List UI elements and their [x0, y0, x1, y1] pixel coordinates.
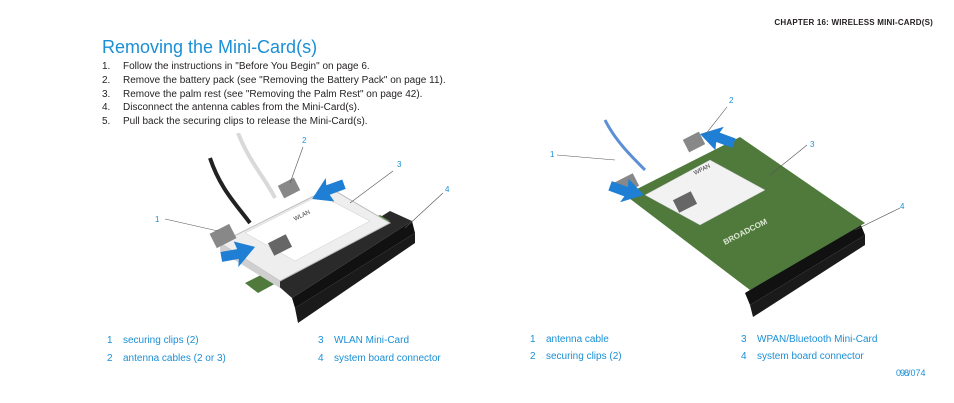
page-total: /074 — [908, 368, 926, 378]
step-text: Remove the palm rest (see "Removing the … — [123, 88, 423, 100]
legend-item: 1 securing clips (2) — [107, 335, 199, 346]
legend-number: 4 — [741, 351, 747, 362]
connector-front — [750, 235, 865, 317]
legend-text: antenna cable — [546, 334, 609, 345]
step-item: 5. Pull back the securing clips to releas… — [102, 115, 446, 129]
legend-item: 3 WLAN Mini-Card — [318, 335, 409, 346]
connector-top — [745, 223, 865, 305]
legend-item: 3 WPAN/Bluetooth Mini-Card — [741, 334, 877, 345]
legend-text: securing clips (2) — [123, 335, 199, 346]
step-number: 1. — [102, 61, 111, 72]
leader-3 — [769, 144, 808, 176]
legend-number: 1 — [530, 334, 536, 345]
legend-number: 3 — [741, 334, 747, 345]
page-mark: 098 — [896, 368, 909, 378]
legend-item: 2 securing clips (2) — [530, 351, 622, 362]
leader-4 — [404, 192, 444, 229]
callout-3: 3 — [810, 140, 815, 149]
callout-1: 1 — [550, 150, 555, 159]
arrow-left — [220, 241, 256, 268]
arrow-right — [699, 126, 736, 151]
leader-2 — [704, 106, 728, 136]
antenna-cable-blue — [603, 119, 647, 172]
callout-2: 2 — [729, 96, 734, 105]
securing-clip-left — [209, 223, 237, 249]
legend-number: 2 — [107, 353, 113, 364]
legend-item: 1 antenna cable — [530, 334, 609, 345]
legend-text: WLAN Mini-Card — [334, 335, 410, 346]
legend-number: 4 — [318, 353, 324, 364]
step-text: Pull back the securing clips to release … — [123, 116, 368, 128]
leader-4 — [854, 207, 901, 231]
step-text: Follow the instructions in "Before You B… — [123, 61, 370, 72]
barcode — [672, 191, 698, 213]
legend-item: 4 system board connector — [741, 351, 864, 362]
step-text: Remove the battery pack (see "Removing t… — [123, 74, 446, 86]
connector-base — [292, 221, 415, 308]
connector-top — [275, 211, 412, 298]
wpan-card-illustration: WPAN BROADCOM — [556, 106, 901, 317]
step-text: Disconnect the antenna cables from the M… — [123, 102, 360, 114]
steps-list: 1. Follow the instructions in "Before You… — [102, 60, 446, 129]
securing-clip-right — [682, 131, 706, 153]
callout-4: 4 — [900, 202, 905, 211]
leader-3 — [349, 170, 394, 204]
page-number: 098/074 — [896, 368, 926, 378]
step-item: 3. Remove the palm rest (see "Removing th… — [102, 88, 446, 102]
legend-text: system board connector — [334, 353, 441, 364]
callout-1: 1 — [155, 215, 160, 224]
callout-4: 4 — [445, 185, 450, 194]
securing-clip-right — [277, 177, 301, 199]
connector-front — [295, 233, 415, 323]
step-item: 2. Remove the battery pack (see "Removing… — [102, 74, 446, 88]
legend-item: 4 system board connector — [318, 353, 441, 364]
step-number: 5. — [102, 116, 111, 128]
leader-1 — [556, 154, 616, 161]
callout-3: 3 — [397, 160, 402, 169]
legend-number: 1 — [107, 335, 113, 346]
step-number: 3. — [102, 88, 111, 100]
step-item: 1. Follow the instructions in "Before You… — [102, 60, 446, 74]
legend-text: WPAN/Bluetooth Mini-Card — [757, 334, 878, 345]
arrow-right — [312, 178, 346, 202]
step-number: 2. — [102, 74, 111, 86]
legend-number: 3 — [318, 335, 324, 346]
antenna-cable-white — [236, 133, 277, 199]
step-item: 4. Disconnect the antenna cables from the… — [102, 101, 446, 115]
page-title: Removing the Mini-Card(s) — [102, 37, 318, 57]
legend-item: 2 antenna cables (2 or 3) — [107, 353, 226, 364]
leader-1 — [164, 218, 219, 232]
legend-text: securing clips (2) — [546, 351, 622, 362]
barcode — [267, 234, 293, 256]
chapter-header: CHAPTER 16: WIRELESS MINI-CARD(S) — [774, 18, 933, 27]
legend-number: 2 — [530, 351, 536, 362]
legend-text: system board connector — [757, 351, 864, 362]
wlan-card-illustration: WLAN — [164, 133, 444, 323]
antenna-cable-black — [208, 157, 252, 225]
leader-2 — [289, 146, 304, 184]
callout-2: 2 — [302, 136, 307, 145]
arrow-left — [608, 178, 645, 203]
legend-text: antenna cables (2 or 3) — [123, 353, 226, 364]
card-label-area — [644, 159, 766, 226]
step-number: 4. — [102, 102, 111, 114]
